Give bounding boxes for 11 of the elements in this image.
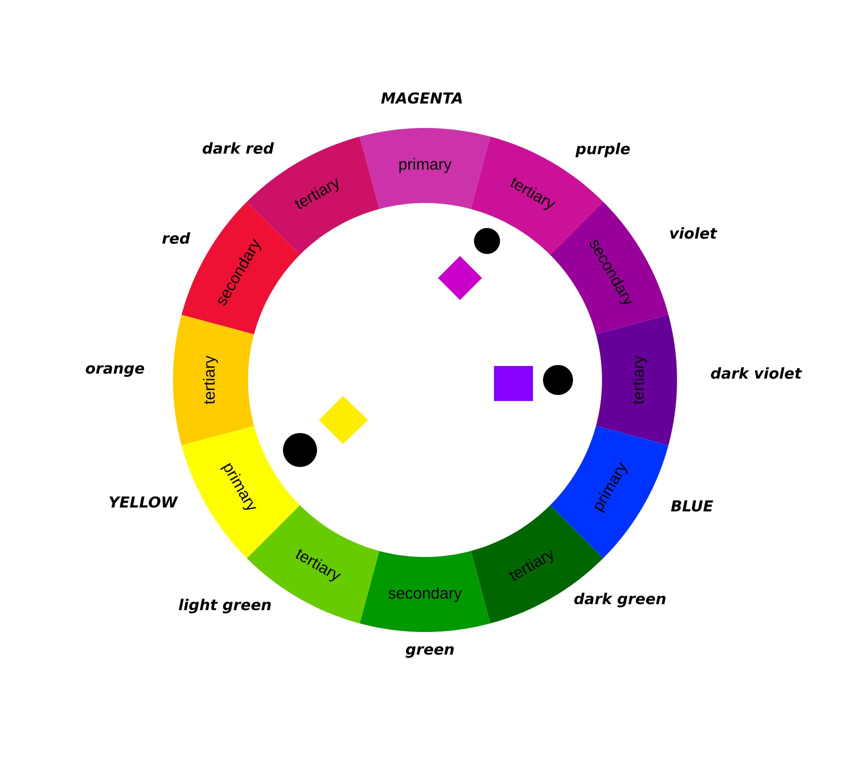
wheel-segment: secondary bbox=[360, 550, 490, 632]
color-name: MAGENTA bbox=[381, 92, 462, 104]
color-name: green bbox=[406, 646, 454, 658]
color-name: BLUE bbox=[671, 500, 714, 512]
color-name: YELLOW bbox=[109, 496, 178, 508]
wheel-segment: primary bbox=[360, 128, 490, 210]
wheel-segment: tertiary bbox=[596, 314, 677, 446]
color-name: orange bbox=[86, 365, 144, 377]
color-name: dark violet bbox=[710, 367, 802, 379]
color-name: violet bbox=[670, 227, 718, 239]
wheel-segment: tertiary bbox=[173, 314, 254, 446]
